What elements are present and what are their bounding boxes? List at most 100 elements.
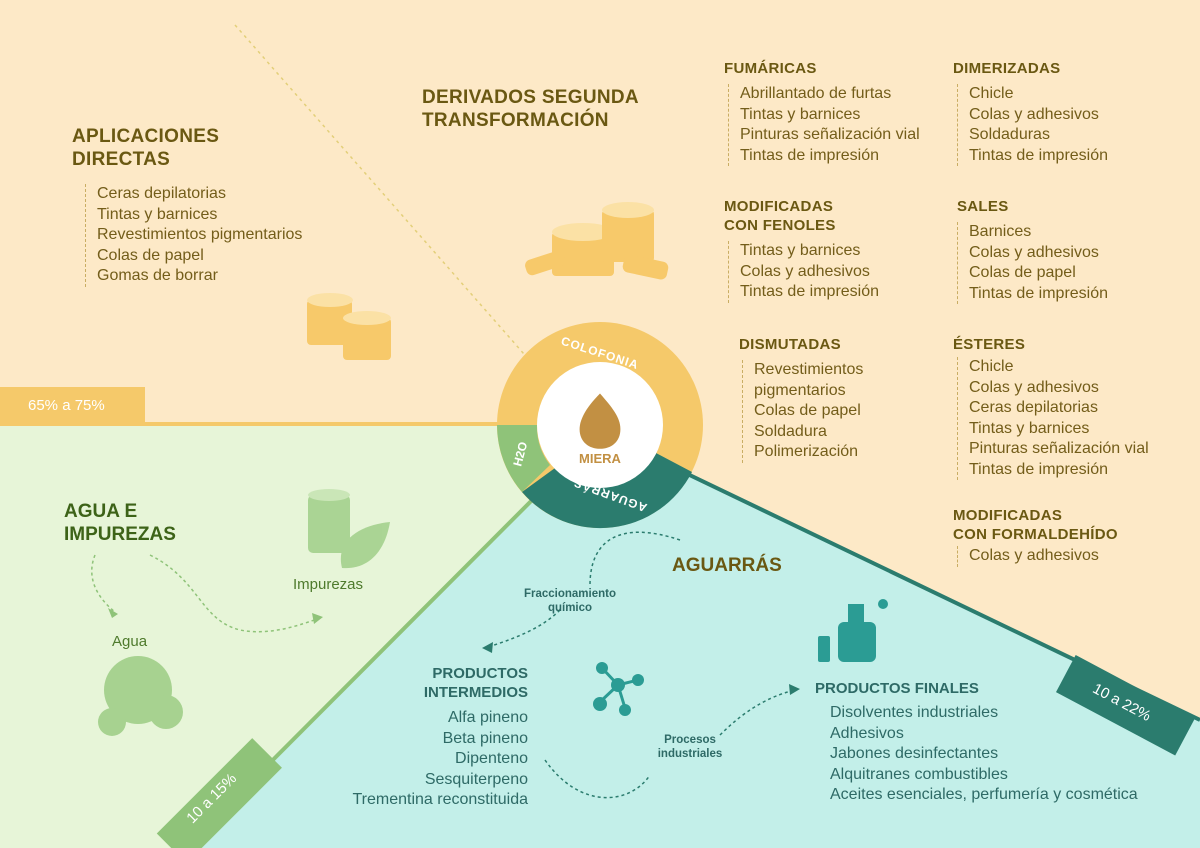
arrow-procesos-2: [719, 689, 796, 736]
perfume-icon: [818, 599, 888, 662]
intermedios-title-line1: PRODUCTOS: [432, 665, 528, 682]
fumaricas-list: Abrillantado de furtas Tintas y barnices…: [728, 84, 920, 166]
list-item: Ceras depilatorias: [969, 399, 1098, 416]
list-item: Polimerización: [754, 443, 859, 460]
dotted-guide-line: [234, 24, 561, 396]
list-item: Revestimientos: [754, 361, 864, 378]
miera-drop-shape: [579, 393, 621, 449]
list-item: Dipenteno: [455, 750, 528, 767]
molecule-icon: [593, 662, 644, 716]
green-region: [0, 424, 600, 848]
list-item: Colas de papel: [97, 246, 204, 264]
formaldehido-title-line1: MODIFICADAS: [953, 507, 1063, 524]
arrow-fraccionamiento-2: [484, 609, 561, 649]
list-item: Tintas de impresión: [969, 460, 1109, 478]
formaldehido-list: Colas y adhesivos: [957, 546, 1099, 567]
finales-title: PRODUCTOS FINALES: [815, 680, 979, 697]
center-ring: [497, 322, 703, 529]
arrow-procesos: [544, 759, 651, 799]
agua-title: AGUA E IMPUREZAS: [64, 500, 176, 546]
fraccionamiento-line1: Fraccionamiento: [523, 588, 617, 600]
aguarras-title: AGUARRÁS: [672, 555, 782, 576]
list-item: Tintas de impresión: [969, 284, 1109, 302]
list-item: Colas de papel: [754, 402, 861, 419]
procesos-line2: industriales: [657, 748, 723, 760]
dismutadas-title: DISMUTADAS: [739, 336, 841, 353]
list-item: Colas y adhesivos: [969, 378, 1099, 396]
list-item: Tintas de impresión: [740, 146, 880, 164]
list-item: Alfa pineno: [447, 709, 528, 726]
list-item: Disolventes industriales: [830, 704, 999, 721]
arrow-fraccionamiento: [589, 531, 681, 586]
jars-icon: [307, 293, 391, 360]
fraccionamiento-line2: químico: [547, 602, 593, 614]
list-item: Colas y adhesivos: [969, 243, 1099, 261]
intermedios-list: Alfa pineno Beta pineno Dipenteno Sesqui…: [300, 708, 529, 811]
impurezas-label: Impurezas: [293, 576, 364, 593]
agua-label: Agua: [112, 633, 148, 650]
dimerizadas-list: Chicle Colas y adhesivos Soldaduras Tint…: [957, 84, 1108, 166]
arrow-agua: [91, 554, 116, 613]
intermedios-title: PRODUCTOS INTERMEDIOS: [380, 664, 528, 702]
list-item: Tintas de impresión: [740, 283, 880, 300]
water-drops-icon: [98, 656, 183, 736]
list-item: Aceites esenciales, perfumería y cosméti…: [830, 786, 1138, 803]
list-item: Jabones desinfectantes: [830, 745, 999, 762]
list-item: Colas y adhesivos: [969, 105, 1099, 123]
list-item: Trementina reconstituida: [352, 791, 529, 808]
list-item: Chicle: [969, 358, 1014, 375]
list-item: Pinturas señalización vial: [969, 440, 1149, 457]
aplicaciones-list: Ceras depilatorias Tintas y barnices Rev…: [85, 184, 302, 287]
tag-bottom-right-box: [1055, 655, 1195, 756]
intermedios-title-line2: INTERMEDIOS: [423, 684, 528, 701]
list-item: Adhesivos: [830, 724, 904, 742]
procesos-line1: Procesos: [664, 734, 716, 746]
list-item: Soldaduras: [969, 126, 1050, 143]
fraccionamiento-label: Fraccionamiento químico: [505, 587, 635, 615]
derivados-title: DERIVADOS SEGUNDA TRANSFORMACIÓN: [422, 86, 639, 132]
list-item: Ceras depilatorias: [97, 185, 226, 202]
list-item: Colas y adhesivos: [740, 262, 870, 280]
dismutadas-list: Revestimientos pigmentarios Colas de pap…: [742, 360, 863, 463]
dimerizadas-title: DIMERIZADAS: [953, 60, 1061, 77]
fenoles-title-line1: MODIFICADAS: [724, 198, 834, 215]
list-item: Revestimientos pigmentarios: [97, 226, 303, 243]
aplicaciones-title-line1: APLICACIONES: [72, 126, 220, 147]
list-item: Tintas de impresión: [969, 146, 1109, 164]
finales-list: Disolventes industriales Adhesivos Jabon…: [830, 703, 1138, 806]
derivados-title-line1: DERIVADOS SEGUNDA: [422, 87, 639, 108]
list-item: Pinturas señalización vial: [740, 126, 920, 143]
esteres-title: ÉSTERES: [953, 336, 1026, 353]
arrowhead-2: [789, 684, 800, 695]
barrel-leaf-icon: [308, 489, 390, 569]
center-title: MIERA: [579, 451, 621, 466]
formaldehido-title-line2: CON FORMALDEHÍDO: [953, 526, 1118, 543]
paint-cans-icon: [525, 202, 669, 280]
fenoles-title: MODIFICADAS CON FENOLES: [724, 197, 836, 235]
arrowhead-4: [312, 613, 323, 624]
list-item: Sesquiterpeno: [424, 770, 528, 788]
fenoles-list: Tintas y barnices Colas y adhesivos Tint…: [728, 241, 879, 303]
arrow-impurezas: [149, 554, 321, 633]
list-item: Tintas y barnices: [97, 205, 218, 223]
fumaricas-title: FUMÁRICAS: [724, 60, 817, 77]
aqua-region: [185, 432, 1200, 848]
formaldehido-title: MODIFICADAS CON FORMALDEHÍDO: [953, 506, 1118, 544]
list-item: Chicle: [969, 85, 1014, 102]
arrowhead-3: [108, 608, 118, 618]
arrowhead-1: [482, 642, 493, 653]
tag-top-left-box: [0, 387, 145, 425]
list-item: Tintas y barnices: [969, 419, 1090, 437]
procesos-label: Procesos industriales: [645, 733, 735, 761]
list-item: Tintas y barnices: [740, 105, 861, 123]
tag-top-left: 65% a 75%: [28, 397, 105, 414]
derivados-title-line2: TRANSFORMACIÓN: [422, 110, 609, 131]
list-item: Alquitranes combustibles: [830, 765, 1008, 783]
aplicaciones-title-line2: DIRECTAS: [72, 149, 171, 170]
agua-title-line2: IMPUREZAS: [64, 524, 176, 545]
fenoles-title-line2: CON FENOLES: [724, 217, 836, 234]
list-item: Barnices: [969, 223, 1032, 240]
list-item: Beta pineno: [442, 729, 528, 747]
